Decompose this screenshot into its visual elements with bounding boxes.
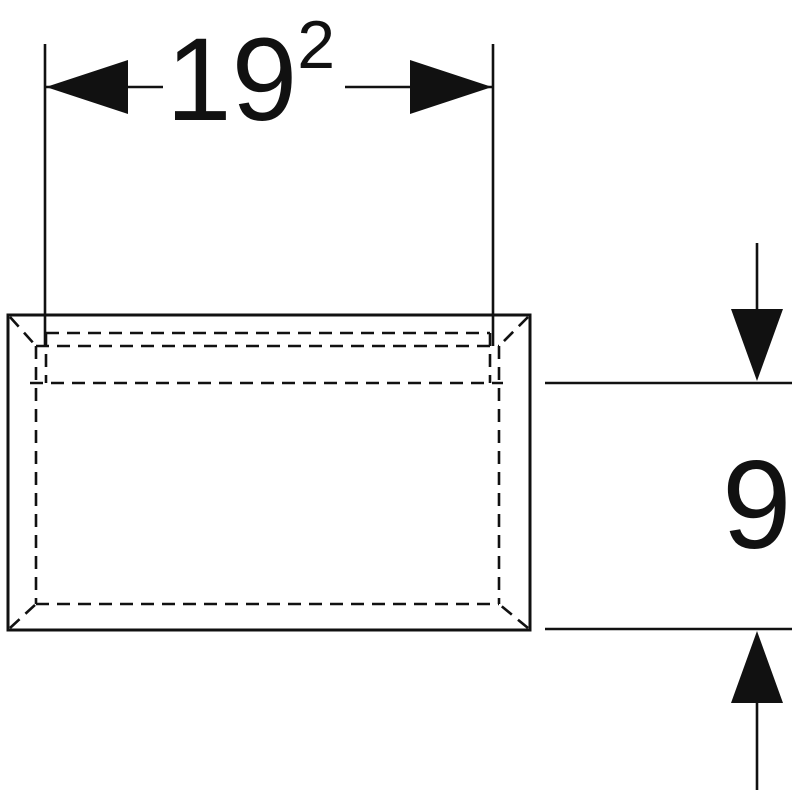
box-outline xyxy=(6,313,532,632)
bottom-left-corner-dashed-line xyxy=(9,603,37,629)
bottom-right-corner-dashed-line xyxy=(498,602,529,630)
width-dimension-value: 19 xyxy=(166,14,297,146)
width-dimension-exponent: 2 xyxy=(297,7,335,83)
height-arrow-up-icon xyxy=(731,631,783,703)
box-group xyxy=(6,313,532,632)
width-arrow-right-icon xyxy=(410,60,492,114)
height-arrow-down-icon xyxy=(731,309,783,381)
width-dimension-label: 192 xyxy=(166,7,335,146)
width-dimension-group: 192 xyxy=(43,7,495,346)
top-right-corner-dashed-line xyxy=(498,316,529,347)
width-arrow-left-icon xyxy=(46,60,128,114)
height-dimension-label: 9 xyxy=(722,436,792,575)
height-dimension-group: 9 xyxy=(545,243,792,790)
box-hidden-edges xyxy=(9,316,529,630)
top-left-corner-dashed-line xyxy=(9,316,37,347)
